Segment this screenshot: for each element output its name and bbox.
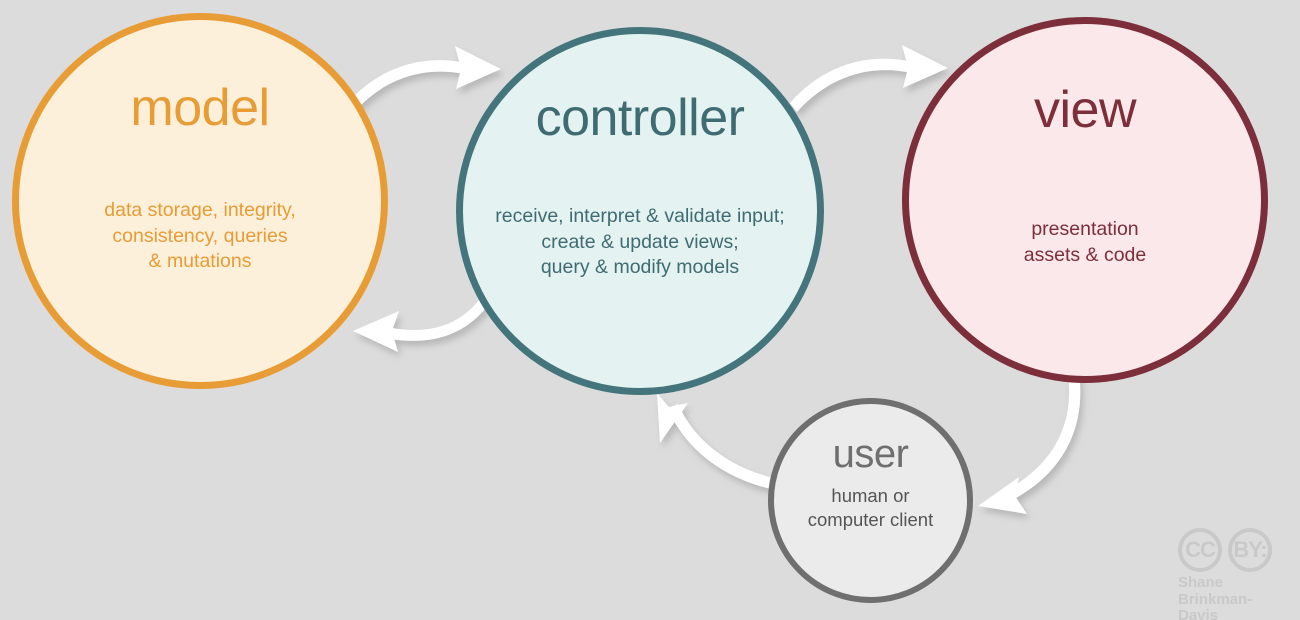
node-controller-description: receive, interpret & validate input; cre… (495, 205, 785, 279)
creative-commons-icon: CC (1178, 528, 1222, 572)
author-credit: Shane Brinkman-Davis (1178, 574, 1253, 620)
node-model-description: data storage, integrity, consistency, qu… (104, 199, 296, 273)
node-controller[interactable]: controller receive, interpret & validate… (456, 27, 824, 395)
node-user-title: user (832, 432, 909, 476)
node-view-title: view (1033, 81, 1137, 139)
node-model-title: model (130, 79, 270, 137)
node-user[interactable]: user human or computer client (768, 398, 973, 603)
node-user-description: human or computer client (807, 485, 934, 531)
attribution-by-icon: BY: (1228, 528, 1272, 572)
arrow-controller-to-view (790, 45, 948, 112)
arrow-user-to-controller (657, 393, 789, 492)
arrow-view-to-user (978, 373, 1081, 514)
arrow-controller-to-model (353, 293, 492, 352)
node-controller-title: controller (535, 89, 745, 147)
arrow-model-to-controller (344, 46, 501, 116)
creative-commons-badge[interactable]: CC BY: Shane Brinkman-Davis (1178, 528, 1290, 620)
cc-badge-marks: CC BY: (1178, 528, 1290, 572)
node-view-description: presentation assets & code (1023, 218, 1147, 266)
node-model[interactable]: model data storage, integrity, consisten… (12, 13, 388, 389)
node-view[interactable]: view presentation assets & code (902, 17, 1268, 383)
